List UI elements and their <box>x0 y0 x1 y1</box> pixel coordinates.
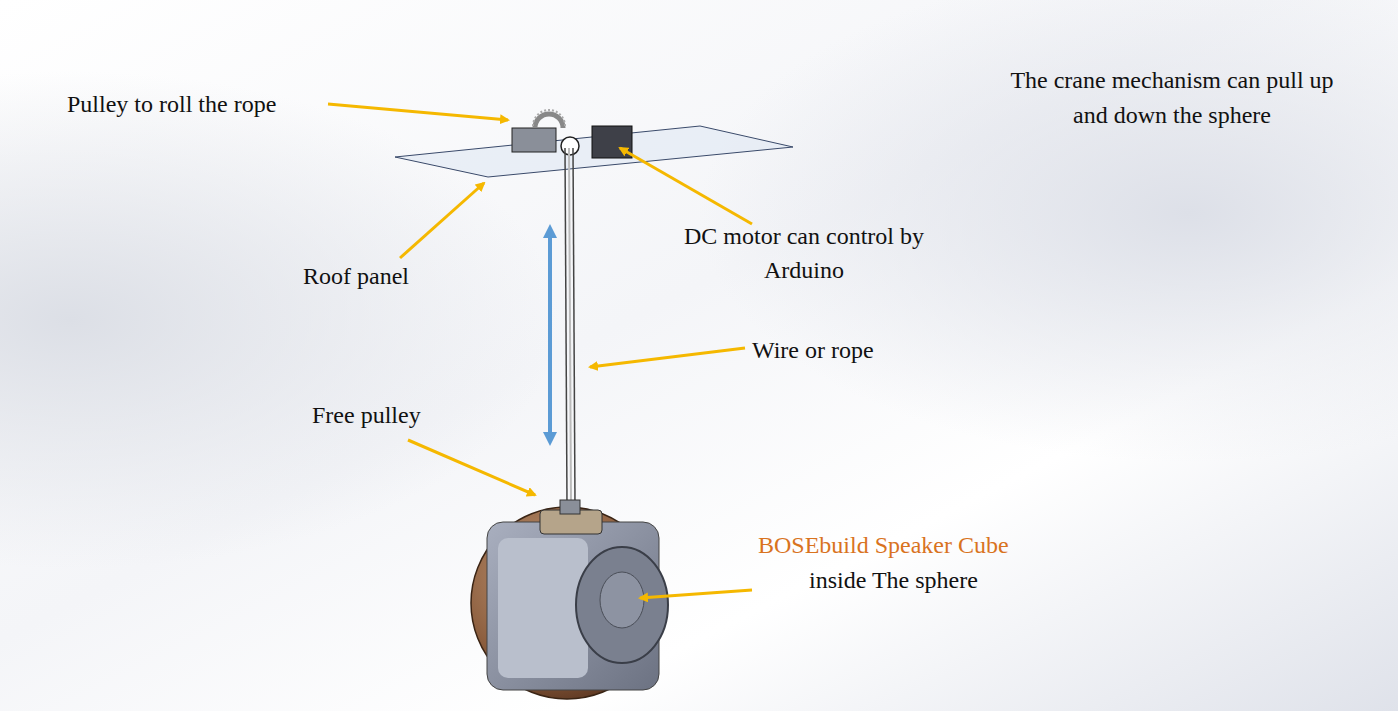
rope <box>565 148 567 505</box>
speaker-face <box>498 538 588 678</box>
dc-motor <box>592 126 632 158</box>
part-label: Pulley to roll the rope <box>67 90 276 119</box>
speaker-cone <box>600 572 644 628</box>
rope <box>573 148 575 505</box>
pulley-block <box>512 128 556 152</box>
travel-arrow <box>548 228 552 442</box>
leader-arrow <box>640 590 752 598</box>
part-label: inside The sphere <box>809 566 978 595</box>
pulley-teeth <box>533 110 565 126</box>
leader-arrow <box>620 148 752 224</box>
roof-panel <box>395 126 793 177</box>
leader-arrow <box>400 183 484 258</box>
leader-arrow <box>590 348 745 367</box>
sphere <box>471 507 663 699</box>
pulley-ring <box>535 114 563 128</box>
part-label: BOSEbuild Speaker Cube <box>758 531 1009 560</box>
rope <box>569 148 571 505</box>
part-label: Wire or rope <box>752 336 874 365</box>
speaker-cube <box>487 522 659 690</box>
note-text: The crane mechanism can pull up and down… <box>992 63 1352 133</box>
part-label: Free pulley <box>312 401 421 430</box>
part-label: Roof panel <box>303 262 409 291</box>
free-pulley-hub <box>560 500 580 514</box>
speaker-driver <box>576 547 668 663</box>
leader-arrow <box>328 104 508 120</box>
leader-arrow <box>408 440 535 495</box>
part-label: DC motor can control by Arduino <box>655 219 953 287</box>
